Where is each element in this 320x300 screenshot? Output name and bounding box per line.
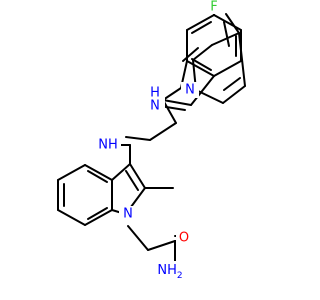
benzimidazole-h-label: H (150, 86, 160, 101)
bond-indole-6 (84, 164, 113, 181)
bond-ring-f-double (223, 21, 230, 47)
bond-hex-4 (186, 60, 215, 77)
amide-nh2-label: NH2 (157, 263, 182, 281)
indole-n-label-bg (119, 206, 137, 222)
bond-indole-3 (57, 209, 86, 226)
bond-imid-4 (190, 75, 215, 106)
bond-hex-1 (213, 14, 242, 31)
amide-n-part: NH (157, 263, 177, 278)
amide-subscript-2: 2 (177, 271, 183, 281)
amide-nh2-label-bg (153, 261, 187, 279)
bond-indole-double-2 (87, 207, 108, 220)
bond-linker-2 (149, 122, 177, 141)
bond-ring-d-double (223, 77, 241, 91)
bond-ch2-amide (127, 225, 149, 251)
bond-hex-6 (186, 14, 215, 31)
benzimidazole-hexagon (186, 0, 242, 77)
bond-ring-d (222, 85, 246, 104)
amine-nh-label-bg (95, 136, 121, 154)
bond-ring-f (225, 13, 240, 34)
bond-linker-1 (162, 99, 177, 124)
benzimidazole-n-label-bg (181, 82, 199, 98)
benzimidazole-nh-label: N (150, 99, 160, 114)
bond-indole-4 (84, 209, 113, 226)
bond-indole-1 (57, 164, 86, 181)
bond-ring-a (192, 44, 213, 61)
bond-pyrrole-double (125, 170, 139, 191)
bond-ring-a-double (182, 47, 199, 62)
bond-hex-3 (213, 60, 242, 77)
bond-imid-3 (162, 99, 192, 106)
bond-f-side (211, 32, 240, 46)
benzimidazole-n-label: N (185, 83, 195, 98)
bond-ring-c (195, 89, 224, 104)
bond-amide-carbon (147, 240, 176, 251)
fluorine-label-bg (205, 0, 223, 14)
bond-pyrrole-1 (111, 163, 131, 181)
benzimidazole-nh-label-bg (145, 89, 165, 113)
fluorine-label: F (210, 0, 217, 15)
bond-linker-3 (125, 136, 151, 141)
indole-n-label: N (123, 207, 133, 222)
bond-pyrrole-2 (129, 163, 146, 189)
molecule-canvas: F H N N NH N O NH2 (57, 0, 246, 281)
bond-imid-2 (162, 87, 182, 101)
oxygen-label: O (179, 231, 189, 246)
indole-benzene-ring (57, 164, 113, 226)
bond-hex-double-2 (191, 58, 212, 71)
bond-indole-double-3 (87, 170, 108, 183)
oxygen-label-bg (176, 229, 192, 247)
atom-labels: F H N N NH N O NH2 (95, 0, 223, 281)
amine-nh-label: NH (98, 138, 118, 153)
bond-hex-double-3 (191, 21, 212, 34)
molecule-structure: F H N N NH N O NH2 (57, 0, 246, 281)
